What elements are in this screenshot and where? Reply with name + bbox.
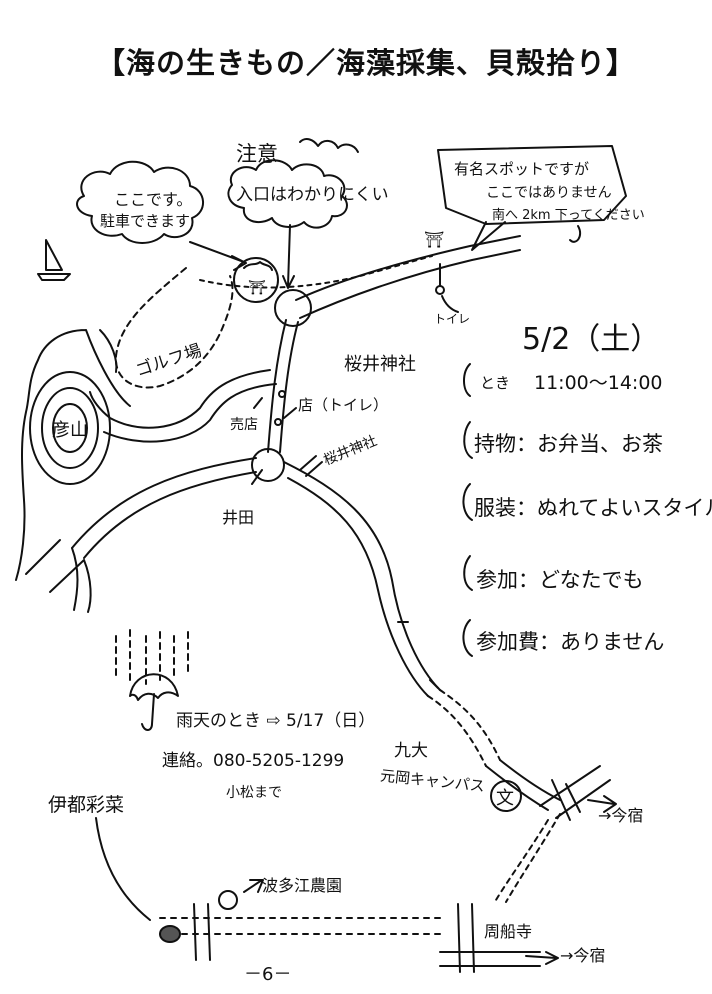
- farm-marker: [218, 890, 238, 910]
- golf-area: [114, 267, 234, 389]
- items-text: 持物：お弁当、お茶: [474, 432, 663, 456]
- time-value: 11:00〜14:00: [534, 372, 663, 394]
- event-date: 5/2（土）: [522, 322, 661, 357]
- shrine-label: 桜井神社: [344, 354, 416, 375]
- contact-text: 連絡。080-5205-1299: [162, 751, 345, 771]
- itosaisai-marker: [159, 925, 181, 943]
- imajuku-label-south: →今宿: [560, 946, 606, 965]
- rain-lines: [115, 629, 189, 685]
- umbrella: [129, 673, 179, 731]
- road-south: [283, 461, 441, 697]
- road-imajuku-east: [539, 765, 611, 821]
- parking-circle: [233, 257, 279, 303]
- mountain-contour-1: [29, 371, 111, 485]
- famous-note-line1: 有名スポットですが: [454, 160, 590, 178]
- toilet-label: トイレ: [434, 312, 471, 326]
- parking-arrow: [189, 241, 247, 271]
- imajuku-label-east: →今宿: [598, 806, 644, 825]
- sailboat: [37, 239, 71, 281]
- famous-box: [437, 145, 627, 225]
- time-label: とき: [480, 374, 511, 392]
- parking-cloud: [76, 160, 204, 244]
- shop-label: 売店: [230, 417, 258, 433]
- caution-text: 入口はわかりにくい: [236, 185, 389, 205]
- itosaisai-label: 伊都彩菜: [48, 794, 125, 816]
- road-bottom: [159, 917, 441, 935]
- school-circle: [490, 780, 522, 812]
- university-label-line1: 九大: [394, 741, 428, 761]
- participation-text: 参加：どなたでも: [476, 568, 644, 592]
- itosaisai-line: [95, 817, 151, 921]
- caution-cloud: [227, 159, 348, 229]
- parking-note-line2: 駐車できます: [100, 212, 191, 230]
- road-main-vertical: [267, 319, 299, 453]
- famous-note-line2: ここではありません: [486, 185, 612, 201]
- caution-title: 注意: [236, 142, 278, 166]
- page-title: 【海の生きもの／海藻採集、貝殻拾り】: [96, 46, 637, 80]
- contact-name: 小松まで: [226, 785, 282, 801]
- page-number: －6－: [244, 964, 292, 985]
- fee-text: 参加費：ありません: [476, 630, 665, 654]
- coastline: [15, 329, 131, 581]
- road-dashed-south: [427, 689, 501, 767]
- parking-note-line1: ここです。: [114, 190, 193, 209]
- torii-symbol-parking: ⛩: [248, 280, 266, 296]
- school-symbol: 文: [496, 788, 514, 809]
- rain-date-text: 雨天のとき ⇨ 5/17（日）: [176, 711, 376, 731]
- entrance-circle: [274, 289, 312, 327]
- famous-note-line3: 南へ 2km 下ってください: [492, 208, 645, 223]
- road-west: [71, 457, 257, 559]
- road-loop: [89, 369, 277, 443]
- farm-label: 波多江農園: [262, 876, 343, 895]
- mountain-label: 彦山: [52, 420, 88, 441]
- bus-stop-label: 井田: [222, 508, 255, 527]
- temple-label: 周船寺: [484, 922, 533, 941]
- torii-symbol-north: ⛩: [424, 230, 445, 249]
- road-main-north: [295, 235, 521, 319]
- clothing-text: 服装：ぬれてよいスタイル。: [474, 496, 712, 520]
- shop-toilet-label: 店（トイレ）: [298, 396, 389, 414]
